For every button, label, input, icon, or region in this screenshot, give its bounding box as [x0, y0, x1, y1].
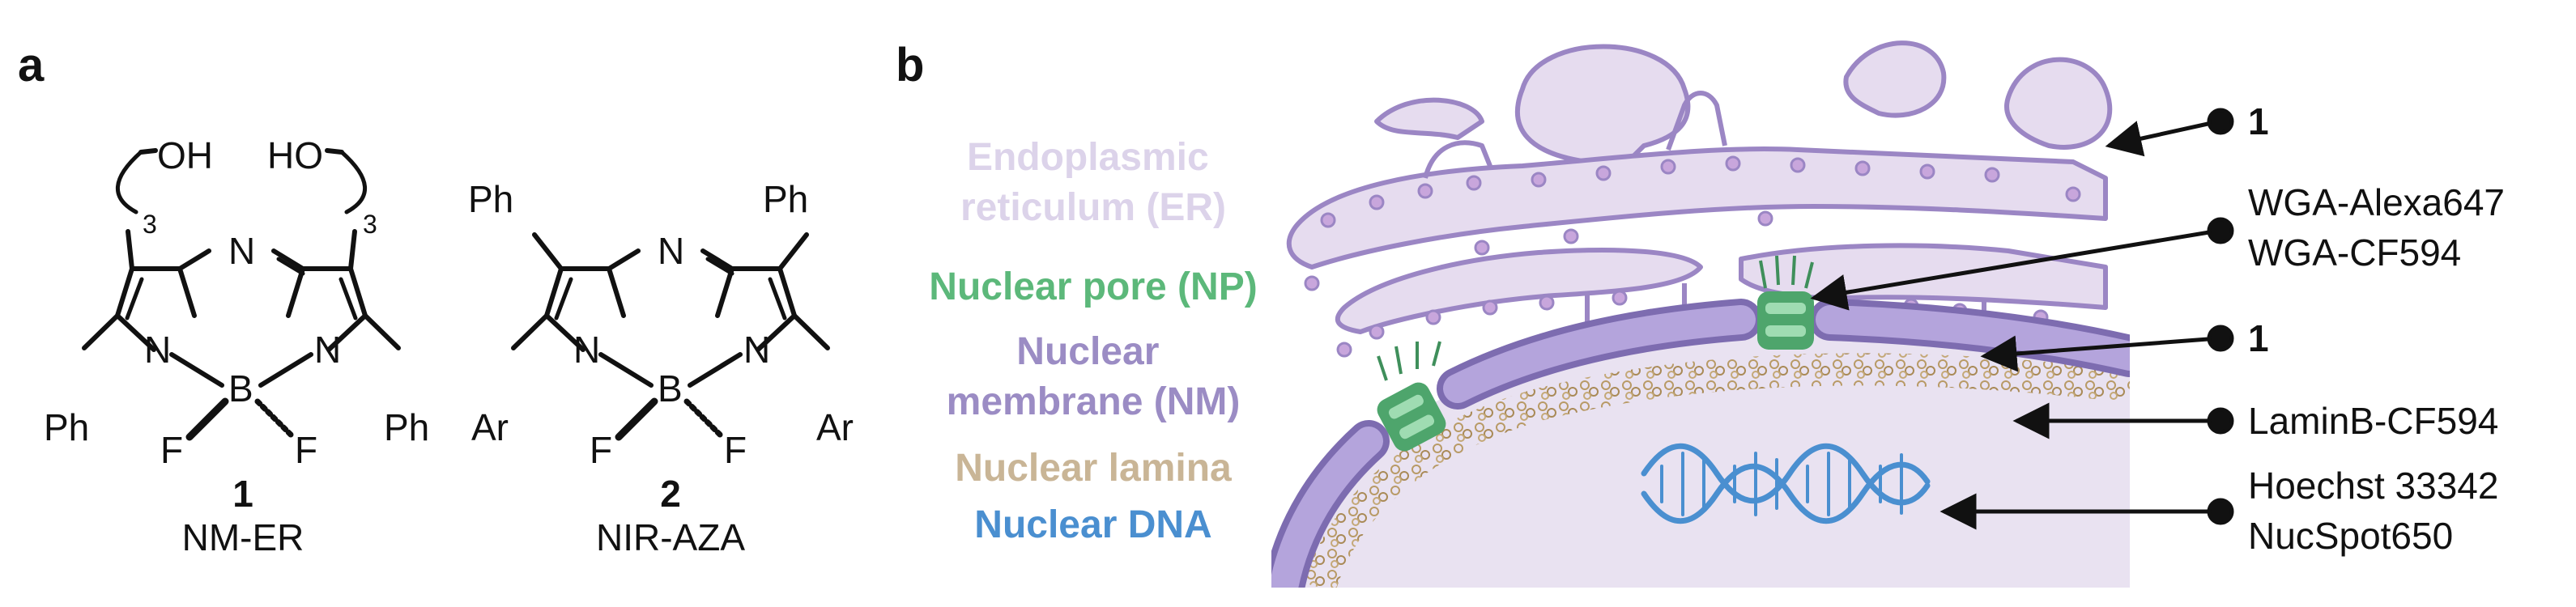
nuclear-pore-center	[1757, 255, 1814, 350]
mol2-aryl-left: Ar	[471, 406, 509, 448]
mol2-name: NIR-AZA	[596, 516, 745, 558]
legend-nuclear-lamina: Nuclear lamina	[955, 447, 1232, 490]
arrow-nuclear-membrane	[1980, 335, 2220, 372]
callout-dna-line1: Hoechst 33342	[2248, 465, 2498, 507]
mol2-bridge-nitrogen: N	[658, 230, 684, 272]
ribosomes	[1304, 155, 2081, 358]
arrow-nuclear-pore	[1810, 228, 2220, 311]
arrow-er	[2105, 119, 2220, 157]
callout-np-line1: WGA-Alexa647	[2248, 181, 2505, 223]
mol2-phenyl-left: Ph	[468, 178, 513, 220]
arrow-dna-dot	[2207, 498, 2234, 525]
mol1-chain-subscript-right: 3	[363, 210, 377, 239]
legend-nuclear-dna: Nuclear DNA	[974, 503, 1211, 546]
mol1-oh-left: OH	[157, 134, 213, 176]
molecule-2-structure	[511, 232, 830, 441]
legend-nm-line1: Nuclear	[1016, 330, 1159, 373]
dna-helix	[1641, 443, 1931, 524]
mol2-nitrogen-right: N	[743, 329, 770, 371]
mol1-fluorine-left: F	[160, 429, 183, 471]
mol1-number: 1	[232, 473, 253, 515]
callout-nm-probe: 1	[2248, 317, 2269, 359]
legend-nuclear-pore: Nuclear pore (NP)	[929, 265, 1257, 308]
panel-label-a: a	[18, 39, 45, 91]
mol1-phenyl-left: Ph	[44, 406, 89, 448]
mol2-fluorine-left: F	[590, 429, 612, 471]
mol2-fluorine-right: F	[724, 429, 747, 471]
legend-er-line2: reticulum (ER)	[960, 186, 1226, 229]
mol1-boron: B	[228, 367, 253, 410]
panel-label-b: b	[896, 39, 924, 91]
molecule-1-labels: OH HO 3 3 N N N B F F Ph Ph 1 NM-ER	[44, 134, 429, 558]
molecule-2-labels: Ph Ph N N N B F F Ar Ar 2 NIR-AZA	[468, 178, 854, 558]
nuclear-pore-left	[1377, 341, 1446, 452]
mol1-nitrogen-left: N	[144, 329, 171, 371]
legend-nm-line2: membrane (NM)	[947, 380, 1241, 423]
mol1-chain-subscript-left: 3	[143, 210, 157, 239]
callout-np-probe: WGA-Alexa647 WGA-CF594	[2248, 181, 2515, 274]
mol1-fluorine-right: F	[295, 429, 317, 471]
arrow-lamina-dot	[2207, 407, 2234, 435]
mol1-phenyl-right: Ph	[384, 406, 429, 448]
legend-nuclear-membrane: Nuclear membrane (NM)	[947, 330, 1241, 423]
nuclear-lamina	[1304, 353, 2130, 588]
legend: Endoplasmic reticulum (ER) Nuclear pore …	[929, 136, 1257, 546]
mol2-number: 2	[660, 473, 681, 515]
arrow-nuclear-pore-dot	[2207, 217, 2234, 244]
cell-illustration	[1271, 40, 2130, 588]
mol2-aryl-right: Ar	[816, 406, 854, 448]
callout-lamina-probe: LaminB-CF594	[2248, 400, 2498, 442]
endoplasmic-reticulum	[1286, 40, 2113, 340]
mol2-phenyl-right: Ph	[763, 178, 808, 220]
mol2-nitrogen-left: N	[573, 329, 600, 371]
legend-er: Endoplasmic reticulum (ER)	[960, 136, 1226, 229]
arrow-er-dot	[2207, 108, 2234, 135]
molecule-1-structure	[82, 148, 401, 441]
callout-er-probe: 1	[2248, 100, 2269, 142]
arrow-nuclear-membrane-dot	[2207, 325, 2234, 352]
callout-np-line2: WGA-CF594	[2248, 231, 2461, 274]
legend-er-line1: Endoplasmic	[967, 136, 1209, 179]
callout-labels: 1 WGA-Alexa647 WGA-CF594 1 LaminB-CF594 …	[2248, 100, 2515, 557]
callout-arrows	[1810, 108, 2234, 530]
callout-dna-line2: NucSpot650	[2248, 515, 2453, 557]
callout-dna-probe: Hoechst 33342 NucSpot650	[2248, 465, 2509, 557]
mol1-bridge-nitrogen: N	[228, 230, 255, 272]
mol1-name: NM-ER	[182, 516, 304, 558]
mol1-nitrogen-right: N	[314, 329, 341, 371]
mol1-oh-right: HO	[267, 134, 323, 176]
mol2-boron: B	[658, 367, 683, 410]
